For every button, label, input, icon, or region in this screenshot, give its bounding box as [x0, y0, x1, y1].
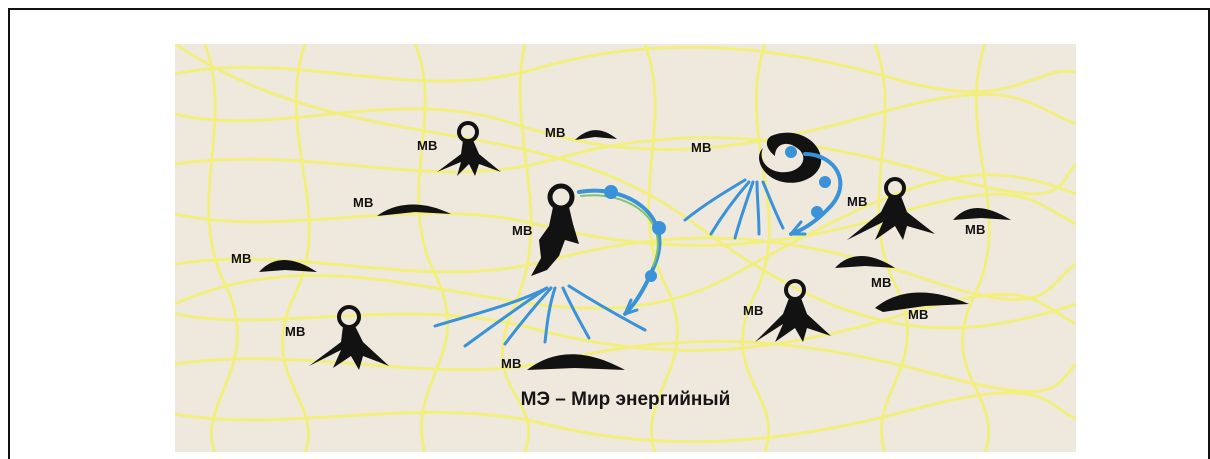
creature-hill-bottom — [527, 354, 625, 370]
mv-label: МВ — [965, 222, 986, 237]
mv-label: МВ — [908, 307, 929, 322]
creature-hill-midright — [835, 256, 895, 268]
image-frame: МВ МВ МВ МВ МВ МВ МВ МВ МВ МВ МВ МВ МВ М… — [8, 8, 1210, 459]
creatures — [259, 121, 1011, 370]
creature-loop-1 — [437, 121, 501, 176]
creature-loop-center — [531, 183, 579, 276]
creature-hill-farleft — [259, 260, 317, 272]
creature-hill-top — [575, 130, 617, 140]
mv-label: МВ — [512, 223, 533, 238]
mv-label: МВ — [285, 324, 306, 339]
energy-world-illustration: МВ МВ МВ МВ МВ МВ МВ МВ МВ МВ МВ МВ МВ М… — [175, 44, 1076, 452]
illustration-canvas — [175, 44, 1076, 452]
mv-label: МВ — [231, 251, 252, 266]
mv-label: МВ — [545, 125, 566, 140]
mv-label: МВ — [353, 195, 374, 210]
creature-loop-right — [847, 177, 935, 240]
mv-label: МВ — [871, 275, 892, 290]
creature-ring — [759, 132, 822, 183]
mv-label: МВ — [691, 140, 712, 155]
creature-loop-2 — [309, 305, 389, 370]
creature-hill-left — [377, 204, 451, 216]
mv-label: МВ — [501, 356, 522, 371]
mv-label: МВ — [847, 194, 868, 209]
mv-label: МВ — [417, 138, 438, 153]
energy-mesh — [175, 44, 1076, 452]
caption: МЭ – Мир энергийный — [520, 389, 731, 410]
creature-loop-lower — [755, 279, 831, 342]
creature-hill-lowerright — [875, 292, 969, 312]
creature-hill-farright — [953, 208, 1011, 220]
energy-nodes — [604, 146, 831, 282]
mv-label: МВ — [743, 303, 764, 318]
